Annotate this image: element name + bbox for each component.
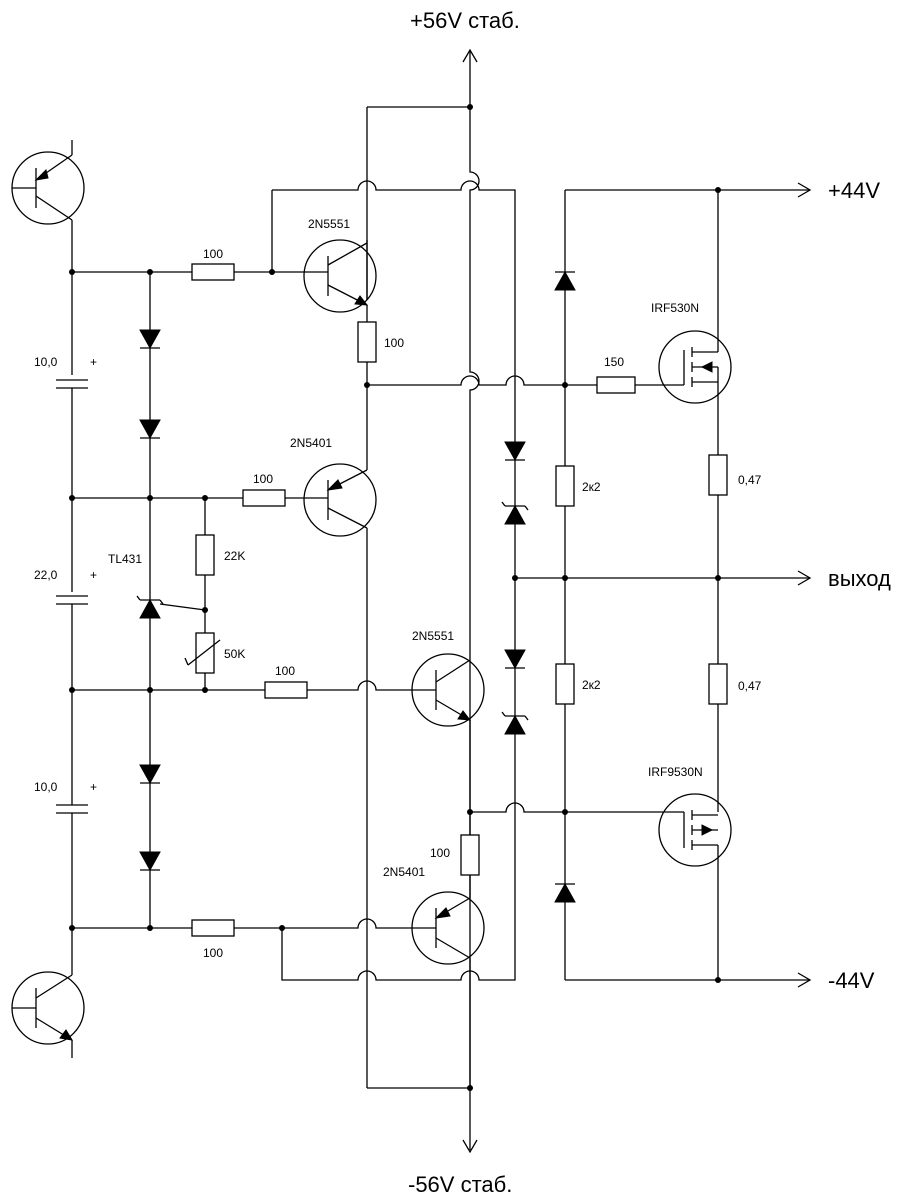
input-transistor-bottom xyxy=(11,928,85,1058)
left-bias-chain xyxy=(56,263,412,937)
q4-label: 2N5401 xyxy=(383,865,425,879)
r-bot-emitter-label: 100 xyxy=(430,846,450,860)
r-50k-label: 50K xyxy=(224,647,245,661)
r-mid-bot-label: 100 xyxy=(275,664,295,678)
r-22k-label: 22K xyxy=(224,549,245,563)
c2-plus: + xyxy=(90,568,97,582)
driver-q1-npn xyxy=(269,180,516,442)
bottom-rail-label: -56V стаб. xyxy=(408,1172,512,1197)
c2-label: 22,0 xyxy=(34,568,58,582)
c1-plus: + xyxy=(90,355,97,369)
c3-label: 10,0 xyxy=(34,780,58,794)
mosfet-p-label: IRF9530N xyxy=(648,765,703,779)
driver-q3-npn xyxy=(411,653,485,898)
q1-label: 2N5551 xyxy=(308,217,350,231)
driver-q4-pnp xyxy=(279,728,516,1088)
r-in-bot-label: 100 xyxy=(203,946,223,960)
r-2k2-top-label: 2к2 xyxy=(582,480,601,494)
pos-out-label: +44V xyxy=(828,178,880,203)
r-gate-top-label: 150 xyxy=(604,355,624,369)
r-2k2-bot-label: 2к2 xyxy=(582,678,601,692)
neg-out-label: -44V xyxy=(828,968,875,993)
labels: +56V стаб. -56V стаб. +44V -44V выход 10… xyxy=(34,8,891,1197)
r-top-emitter-label: 100 xyxy=(384,336,404,350)
c1-label: 10,0 xyxy=(34,355,58,369)
r-047-top-label: 0,47 xyxy=(738,473,762,487)
tl431-label: TL431 xyxy=(108,552,142,566)
q2-label: 2N5401 xyxy=(290,436,332,450)
c3-plus: + xyxy=(90,780,97,794)
supply-rails xyxy=(366,48,480,1154)
output-bias-diodes xyxy=(501,441,529,735)
q3-label: 2N5551 xyxy=(412,629,454,643)
r-mid-top-label: 100 xyxy=(253,472,273,486)
mosfet-n-label: IRF530N xyxy=(651,301,699,315)
r-047-bot-label: 0,47 xyxy=(738,679,762,693)
output-label: выход xyxy=(828,566,891,591)
output-stage xyxy=(515,182,812,988)
r-in-top-label: 100 xyxy=(203,247,223,261)
driver-q2-pnp xyxy=(303,382,377,1088)
input-transistor-top xyxy=(11,140,85,272)
top-rail-label: +56V стаб. xyxy=(410,8,520,33)
